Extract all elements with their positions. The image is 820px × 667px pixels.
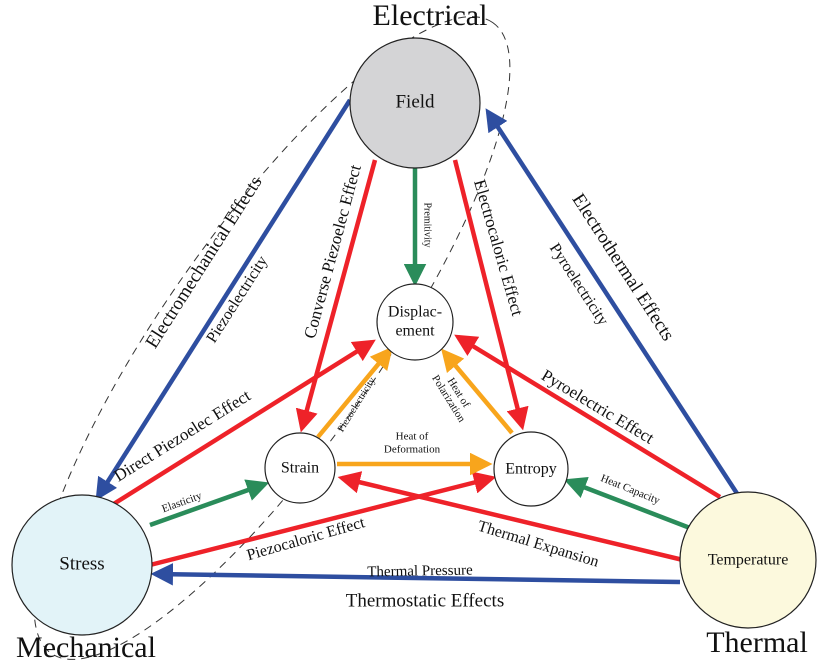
arrow-stress-to-displacement [110,339,376,507]
label-premitivity: Premitivity [422,203,433,248]
label-heat-of-deformation-2: Deformation [384,444,441,456]
node-field-label: Field [395,91,435,112]
node-temperature-label: Temperature [708,552,789,569]
domain-electrical: Electrical [373,0,488,32]
arrow-entropy-to-displacement [441,348,514,435]
arrow-temperature-to-field [485,108,740,497]
node-strain-label: Strain [281,460,319,477]
node-displacement-label-1: Displac- [388,304,442,321]
arrow-temperature-to-displacement [454,334,722,499]
node-displacement: Displac- ement [376,283,454,361]
label-heat-capacity: Heat Capacity [599,472,662,507]
node-displacement-label-2: ement [395,323,435,340]
label-thermal-pressure: Thermal Pressure [367,563,473,581]
node-temperature: Temperature [679,491,817,629]
arrow-temperature-to-strain [337,471,684,563]
label-heat-of-deformation-1: Heat of [396,431,429,443]
domain-mechanical: Mechanical [16,631,156,664]
node-strain: Strain [264,432,336,504]
arrow-field-to-strain [295,159,378,433]
arrow-strain-to-displacement [316,346,393,439]
arrow-field-to-stress [95,98,352,501]
label-piezoelectricity-outer: Piezoelectricity [203,253,271,346]
node-entropy-label: Entropy [505,461,557,478]
arrow-temperature-to-entropy [563,476,691,531]
label-piezocaloric: Piezocaloric Effect [245,514,367,564]
node-stress: Stress [11,494,153,636]
node-entropy: Entropy [493,431,569,507]
arrow-temperature-to-stress [150,563,681,586]
node-field: Field [349,37,481,169]
label-direct-piezo: Direct Piezoelec Effect [110,386,254,486]
label-pyroelectric-effect: Pyroelectric Effect [538,366,657,448]
node-stress-label: Stress [59,553,104,574]
domain-thermal: Thermal [706,626,808,659]
label-thermostatic: Thermostatic Effects [346,590,504,611]
arrow-field-to-entropy [452,159,529,431]
arrow-stress-to-entropy [149,471,497,568]
arrow-stress-to-strain [149,479,270,528]
